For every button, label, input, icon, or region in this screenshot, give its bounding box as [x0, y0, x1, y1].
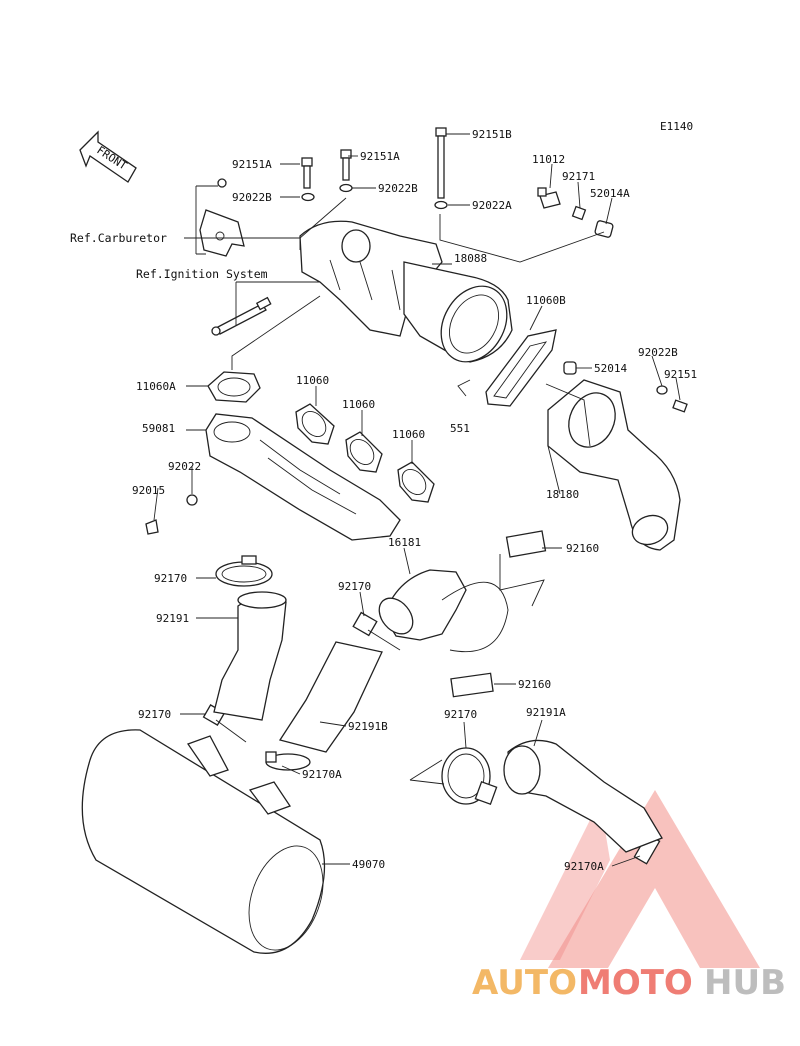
label-18180: 18180 — [546, 488, 579, 501]
sensor-11012-icon — [537, 187, 561, 209]
exhaust-manifold-59081 — [205, 413, 401, 541]
label-92170-1: 92170 — [154, 572, 187, 585]
label-92022a: 92022A — [472, 199, 512, 212]
label-92022b-1: 92022B — [232, 191, 272, 204]
gasket-11060b — [485, 329, 557, 407]
label-92022: 92022 — [168, 460, 201, 473]
watermark-triangle — [548, 790, 760, 968]
label-92191: 92191 — [156, 612, 189, 625]
label-92022b-2: 92022B — [378, 182, 418, 195]
bolt-92151b-icon — [435, 127, 447, 199]
expansion-chamber-18180 — [547, 379, 681, 551]
grommet-52014a-icon — [594, 220, 614, 238]
label-11012: 11012 — [532, 153, 565, 166]
watermark-moto: MOTO — [578, 963, 693, 1003]
gasket-11060-1 — [295, 403, 335, 445]
label-11060b: 11060B — [526, 294, 566, 307]
label-92160-1 — [505, 530, 547, 558]
watermark-auto: AUTO — [472, 963, 577, 1003]
clamp-92170a-1 — [265, 751, 311, 771]
exhaust-pipe-16181 — [378, 569, 509, 653]
label-92170a-2: 92170A — [564, 860, 604, 873]
label-92170-3: 92170 — [138, 708, 171, 721]
washer-92022b-1-icon — [301, 192, 315, 202]
label-52014: 52014 — [594, 362, 627, 375]
clamp-92170-4 — [441, 747, 498, 806]
clamp-92170-1 — [215, 555, 273, 587]
part-labels: 92151B 92151A 92151A 92022B 92022B 92022… — [70, 128, 697, 873]
part-551-icon — [457, 379, 471, 397]
label-92160-2 — [450, 672, 494, 698]
bolt-92151-icon — [672, 399, 688, 413]
label-49070: 49070 — [352, 858, 385, 871]
label-18088: 18088 — [454, 252, 487, 265]
washer-92022a-icon — [434, 200, 448, 210]
gasket-11060-3 — [397, 461, 435, 503]
hose-92191 — [213, 596, 287, 721]
label-11060-2: 11060 — [342, 398, 375, 411]
hose-92191a — [507, 739, 663, 853]
grommet-52014-icon — [563, 361, 577, 375]
label-92160-1: 92160 — [566, 542, 599, 555]
label-92170-2: 92170 — [338, 580, 371, 593]
label-52014a: 52014A — [590, 187, 630, 200]
gasket-11060a — [207, 371, 261, 403]
leader-lines — [153, 133, 681, 867]
label-92015: 92015 — [132, 484, 165, 497]
clip-92171-icon — [571, 205, 587, 221]
label-92170a-1: 92170A — [302, 768, 342, 781]
label-92160-2: 92160 — [518, 678, 551, 691]
bolt-92151a-2-icon — [340, 149, 352, 181]
label-59081: 59081 — [142, 422, 175, 435]
washer-92022b-3-icon — [656, 385, 668, 395]
hose-92191b — [278, 641, 383, 753]
ref-carburetor: Ref.Carburetor — [70, 231, 167, 245]
gasket-11060-2 — [345, 431, 383, 473]
watermark-text: AUTO MOTO HUB — [472, 963, 786, 1003]
ref-ignition-system: Ref.Ignition System — [136, 267, 268, 281]
ignition-cable-icon — [211, 296, 272, 336]
label-92191b: 92191B — [348, 720, 388, 733]
nut-92015-icon — [145, 519, 159, 535]
label-92171: 92171 — [562, 170, 595, 183]
label-16181: 16181 — [388, 536, 421, 549]
front-arrow-icon: FRONT — [79, 130, 137, 183]
label-11060-1: 11060 — [296, 374, 329, 387]
label-92022b-3: 92022B — [638, 346, 678, 359]
bolt-92151a-1-icon — [301, 157, 313, 189]
label-551: 551 — [450, 422, 470, 435]
muffler-49070 — [81, 729, 326, 954]
label-11060-3: 11060 — [392, 428, 425, 441]
carburetor-bracket-icon — [199, 178, 245, 257]
label-92151a-1: 92151A — [232, 158, 272, 171]
diagram-id: E1140 — [660, 120, 693, 133]
label-92151: 92151 — [664, 368, 697, 381]
exhaust-manifold-18088 — [299, 220, 513, 363]
label-92191a: 92191A — [526, 706, 566, 719]
washer-92022-icon — [186, 494, 198, 506]
clamp-92170-2 — [352, 611, 401, 651]
watermark-logo — [520, 790, 760, 968]
washer-92022b-2-icon — [339, 183, 353, 193]
label-92151b: 92151B — [472, 128, 512, 141]
label-92151a-2: 92151A — [360, 150, 400, 163]
label-92170-4: 92170 — [444, 708, 477, 721]
label-11060a: 11060A — [136, 380, 176, 393]
watermark-hub: HUB — [704, 963, 786, 1003]
watermark-triangle-left — [520, 800, 610, 960]
